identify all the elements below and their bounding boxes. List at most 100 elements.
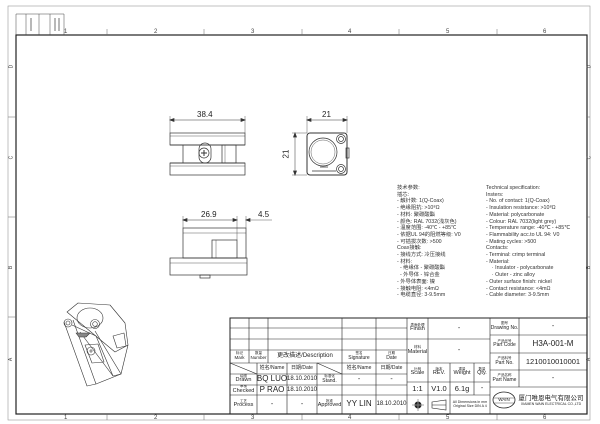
- checked-name: P RAO: [257, 385, 287, 395]
- drawn-name: BQ LUO: [257, 374, 287, 385]
- zone-column-label: 2: [154, 415, 158, 421]
- outer-frame: [7, 5, 591, 421]
- signature-header-text: 签名: [355, 351, 363, 356]
- spec-line: - 材料:: [397, 258, 413, 265]
- material-label-text: Material: [407, 348, 428, 355]
- weight-label-text: 重量: [458, 366, 466, 371]
- qty-label-text: 数量: [478, 366, 486, 371]
- description-header-text: 更改描述/Description: [277, 353, 333, 360]
- part-no-value: 1210010010001: [519, 353, 587, 370]
- date-header-text: 日期/Date: [380, 364, 403, 371]
- company-name-text: 厦门唯恩电气有限公司: [518, 394, 584, 402]
- date-header-text: Date: [386, 354, 397, 361]
- title-block-grid: [229, 317, 588, 415]
- scale-label-text: Scale: [410, 370, 425, 377]
- spec-line: - Terminal: crimp terminal: [486, 252, 546, 259]
- rev-label-text: REV.: [432, 370, 446, 377]
- stand-date-text: -: [390, 375, 393, 383]
- spec-line: - 接线方式: 冷压接线: [397, 252, 446, 259]
- name-header-text: 姓名/Name: [346, 364, 372, 371]
- front-view: [169, 116, 246, 176]
- material-value: -: [428, 339, 490, 363]
- dim-front-width: 38.4: [197, 110, 213, 119]
- spec-line: 技术参数:: [397, 185, 420, 191]
- spec-line: - Material:: [486, 258, 510, 265]
- drawing-no-value: -: [519, 318, 587, 335]
- checked-name-text: P RAO: [259, 385, 285, 394]
- mark-header-text: Mark: [234, 354, 245, 360]
- approved-label-text: 批准: [326, 398, 333, 403]
- approved-label-text: Approved: [317, 402, 342, 409]
- zone-row-label: A: [586, 357, 593, 362]
- finish-value: -: [428, 318, 490, 339]
- drawing-no-label-text: Drawing No.: [490, 324, 519, 331]
- weight-label-text: Weight: [453, 370, 471, 377]
- spec-line: - Contact resistance: <4mΩ: [486, 285, 551, 292]
- spec-line: · Insulator - polycarbonate: [486, 265, 554, 272]
- spec-line: - Colour: RAL 7032(light grey): [486, 218, 557, 225]
- stand-label-text: 标准化: [324, 374, 335, 379]
- part-no-label-text: Part No.: [495, 359, 514, 366]
- zone-column-label: 5: [446, 29, 450, 35]
- side-view: [292, 116, 350, 176]
- zone-column-label: 1: [64, 415, 68, 421]
- spec-line: - 触针数: 1(Q-Coax): [397, 198, 444, 205]
- stand-label-text: Stand.: [322, 377, 337, 384]
- zone-row-label: B: [586, 265, 593, 270]
- part-code-value: H3A-001-M: [519, 335, 587, 353]
- process-date-text: -: [300, 400, 304, 408]
- scale-label-text: 比例: [414, 366, 421, 371]
- spec-line: - 电缆直径: 3-9.5mm: [397, 292, 446, 299]
- zone-column-label: 3: [251, 415, 255, 421]
- zone-ticks: [8, 29, 590, 420]
- spec-line: - 材料: 聚碳酸酯: [397, 211, 435, 218]
- spec-line: - Temperature range: -40℃ - +85℃: [486, 225, 571, 232]
- spec-line: Contacts:: [486, 245, 509, 252]
- description-header: 更改描述/Description: [268, 350, 342, 363]
- spec-line: - Outer surface finish: nickel: [486, 278, 552, 285]
- zone-row-label: A: [8, 357, 15, 362]
- drawing-no-label-text: 图号: [501, 321, 508, 326]
- spec-line: - Mating cycles: >500: [486, 238, 537, 245]
- spec-english: Technical specification:Insters:- No. of…: [486, 185, 570, 299]
- spec-line: - 外导体 - 锌合金: [397, 272, 440, 279]
- zone-column-label: 6: [543, 29, 547, 35]
- revision-corner-block: [15, 13, 65, 35]
- name-header: 姓名/Name: [342, 363, 376, 374]
- spec-line: Insters:: [486, 191, 504, 198]
- number-header-text: Number: [250, 354, 267, 360]
- spec-line: - 接触电阻: <4mΩ: [397, 285, 439, 292]
- part-name-value: -: [519, 370, 587, 387]
- material-label-text: 材料: [414, 345, 421, 350]
- drawing-no-value-text: -: [551, 322, 555, 330]
- zone-row-label: C: [586, 155, 593, 160]
- stand-date: -: [376, 374, 407, 385]
- mark-header-text: 标记: [236, 351, 243, 356]
- material-value-text: -: [457, 347, 461, 355]
- spec-line: Coax接触:: [397, 245, 422, 252]
- qty-value: -: [474, 382, 490, 395]
- spec-line: - Flammability acc.to UL 94: V0: [486, 231, 560, 238]
- checked-date: 18.10.2010: [287, 385, 317, 395]
- rev-label-text: 版本: [435, 366, 443, 371]
- zone-row-label: C: [8, 155, 15, 160]
- spec-line: · Outer - zinc alloy: [486, 272, 535, 279]
- spec-line: - 可插拔次数: >500: [397, 238, 442, 245]
- signature-header-text: Signature: [348, 354, 370, 361]
- finish-label-text: 表面处理: [410, 322, 425, 327]
- name-header-text: 姓名/Name: [259, 364, 285, 371]
- zone-column-label: 4: [348, 29, 352, 35]
- spec-chinese: 技术参数:插芯:- 触针数: 1(Q-Coax)- 绝缘阻抗: >10⁸Ω- 材…: [397, 185, 461, 299]
- drawn-label-text: Drawn: [235, 377, 252, 384]
